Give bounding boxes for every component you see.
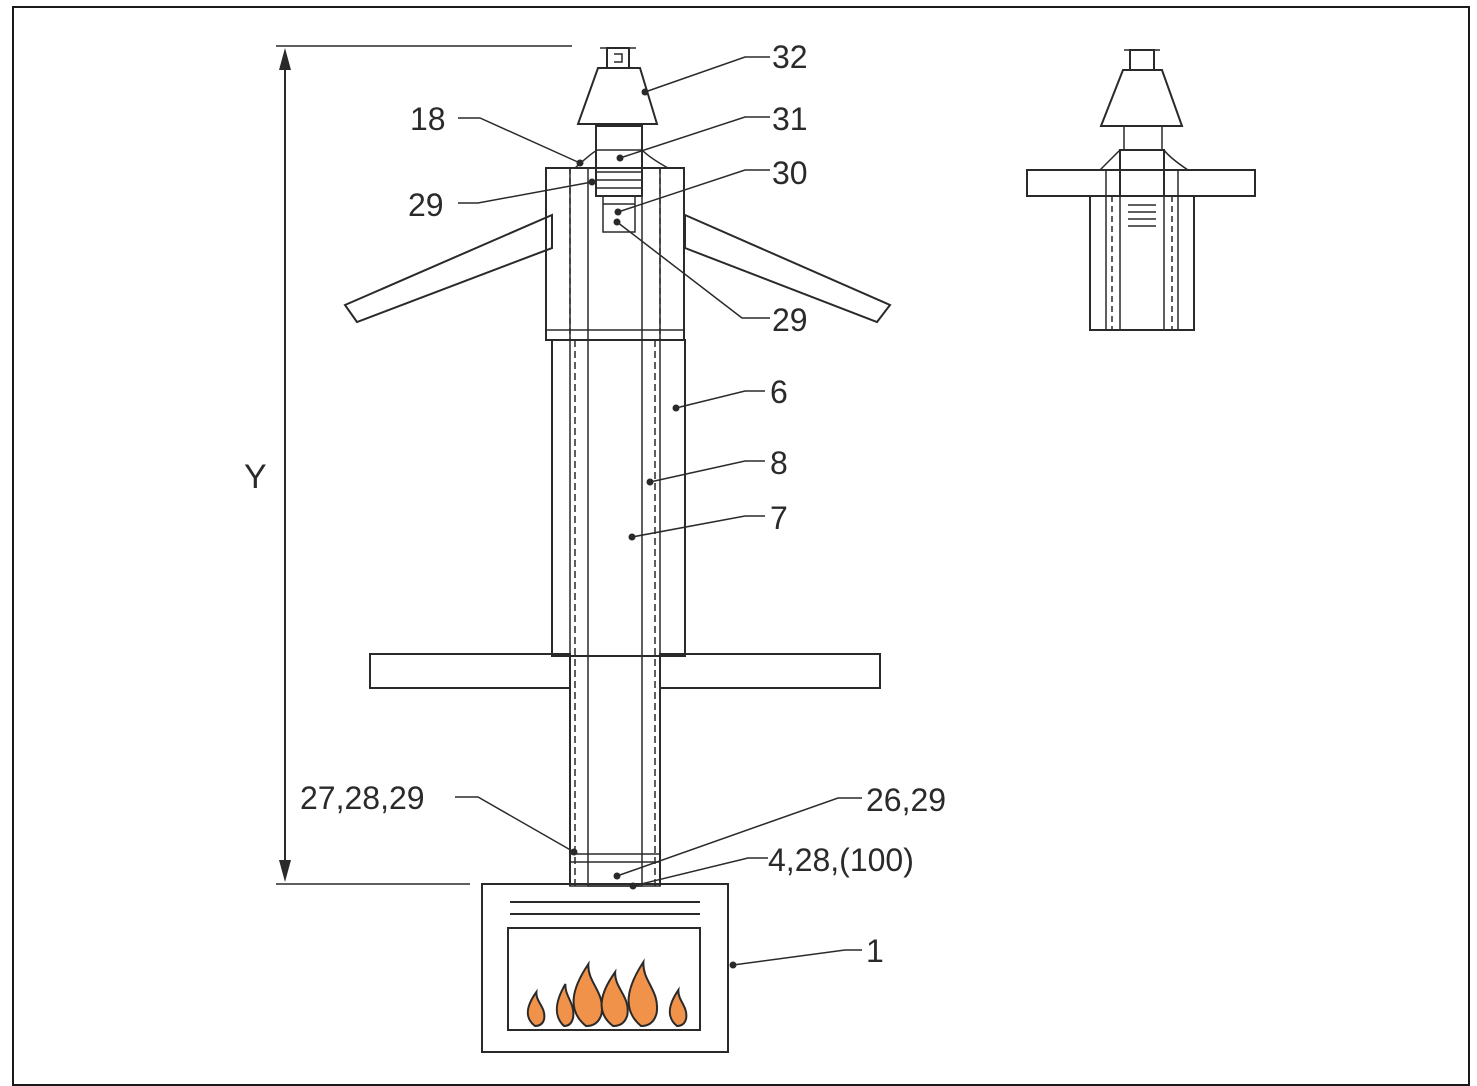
ceiling-slab [369,653,881,689]
label-30: 30 [772,155,808,191]
label-1: 1 [866,933,884,969]
label-4-28-100: 4,28,(100) [768,842,914,878]
label-18: 18 [410,101,446,137]
label-29-mid: 29 [772,302,808,338]
flame-4 [600,968,629,1028]
flame-6 [668,986,688,1028]
flame-1 [526,988,546,1028]
dimension-y-label: Y [244,458,267,496]
flame-group [526,958,688,1028]
label-31: 31 [772,101,808,137]
stove [481,883,729,1053]
label-32: 32 [772,39,808,75]
roof [343,213,892,324]
label-27-28-29: 27,28,29 [300,780,425,816]
callout-labels: 32 31 30 29 18 29 6 8 7 27,28,29 26,29 4… [300,39,946,969]
label-7: 7 [770,500,788,536]
leader-lines [455,56,862,969]
chimney-head [545,47,685,341]
dimension-y: Y [244,45,572,885]
flame-5 [627,958,659,1028]
detail-view [1026,49,1256,331]
label-26-29: 26,29 [866,782,946,818]
flame-3 [572,960,604,1028]
label-6: 6 [770,374,788,410]
label-29-top: 29 [408,187,444,223]
label-8: 8 [770,445,788,481]
chimney-shaft [551,339,686,887]
flame-2 [555,983,575,1028]
